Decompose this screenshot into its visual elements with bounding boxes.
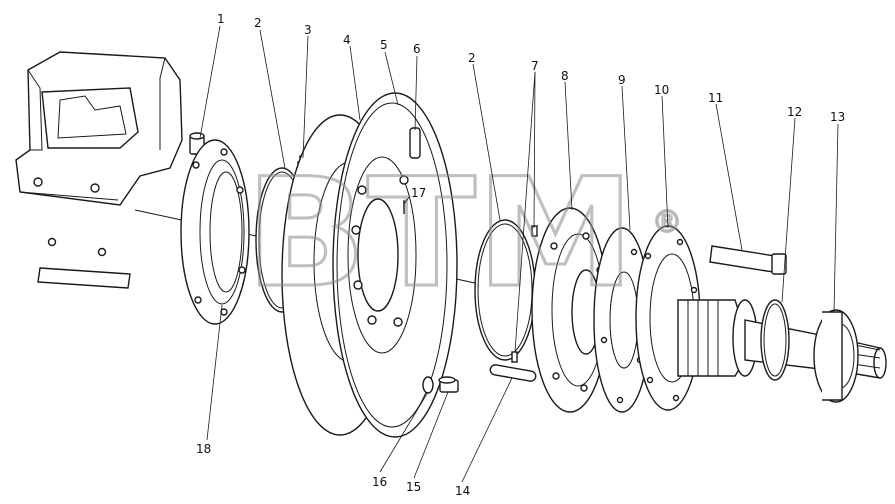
- housing-bracket: [15, 51, 183, 289]
- callout-6: 6: [413, 42, 421, 56]
- part-16-washer: [422, 376, 434, 394]
- callout-7: 7: [531, 59, 539, 73]
- callout-17: 17: [411, 186, 426, 200]
- callout-18: 18: [196, 442, 211, 456]
- part-15-bolt: [438, 376, 459, 393]
- callout-3: 3: [304, 23, 312, 37]
- callout-12: 12: [787, 105, 802, 119]
- watermark-text: BTM: [245, 147, 635, 321]
- callout-5: 5: [380, 38, 388, 52]
- callout-1: 1: [217, 12, 225, 26]
- callout-16: 16: [372, 475, 387, 489]
- leader-lines: [199, 25, 839, 483]
- callout-9: 9: [618, 73, 626, 87]
- part-5-drum: [332, 92, 458, 438]
- part-12-snap-ring: [760, 299, 790, 381]
- callout-2-right: 2: [468, 51, 476, 65]
- part-13-bearing: [813, 309, 859, 403]
- callout-2-left: 2: [254, 16, 262, 30]
- part-7-pins: [511, 225, 538, 363]
- callout-13: 13: [830, 110, 845, 124]
- part-18-flange: [180, 139, 250, 325]
- callout-labels: 1 2 3 4 5 6 2 7 8 9 10 11 12 13 17 18 16…: [196, 12, 845, 498]
- part-11-bolt: [709, 245, 787, 275]
- callout-11: 11: [708, 91, 723, 105]
- part-14-dowel: [489, 364, 537, 382]
- callout-8: 8: [561, 69, 569, 83]
- callout-14: 14: [455, 484, 470, 498]
- callout-4: 4: [343, 33, 351, 47]
- callout-15: 15: [406, 480, 421, 494]
- callout-10: 10: [654, 83, 669, 97]
